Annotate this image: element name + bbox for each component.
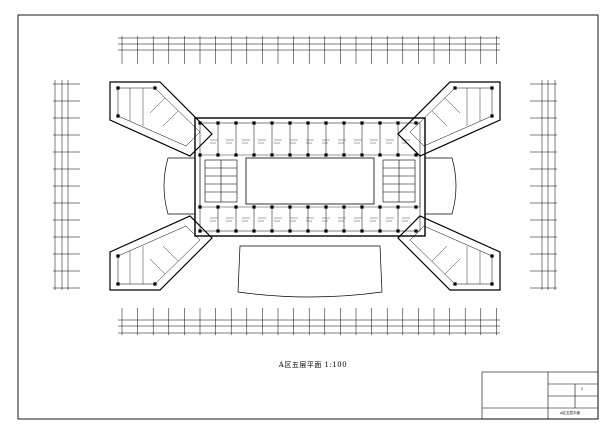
column [342, 205, 346, 209]
column [153, 282, 157, 286]
column [234, 153, 238, 157]
column [306, 205, 310, 209]
column [116, 86, 120, 90]
wing-upper-left [109, 81, 213, 157]
column [453, 86, 457, 90]
column [490, 282, 494, 286]
column [342, 121, 346, 125]
column [198, 205, 202, 209]
column [378, 153, 382, 157]
side-bay-right [425, 157, 457, 215]
column [288, 205, 292, 209]
column [324, 121, 328, 125]
column [360, 229, 364, 233]
column [252, 153, 256, 157]
column [396, 121, 400, 125]
wing-upper-right [397, 81, 501, 157]
wing-lower-right [397, 215, 501, 291]
top-dimension-ticks [121, 36, 497, 64]
column [414, 205, 418, 209]
plan-title: A区五层平面 1:100 [278, 361, 348, 369]
right-dimension-lines [541, 80, 556, 290]
column [324, 153, 328, 157]
entrance-canopy [237, 245, 383, 298]
column [414, 121, 418, 125]
wing-lower-left [109, 215, 213, 291]
right-dimension-ticks [530, 83, 557, 289]
column [288, 121, 292, 125]
column [490, 86, 494, 90]
title-block-sheet-number: 5 [581, 387, 584, 391]
column [360, 121, 364, 125]
structural-columns [116, 86, 494, 286]
room-annotations [210, 139, 410, 222]
title-block-drawing-name: A区五层平面 [560, 411, 581, 415]
column [270, 229, 274, 233]
column [252, 121, 256, 125]
column [198, 121, 202, 125]
bottom-dimension-ticks [121, 308, 497, 335]
central-block [194, 117, 426, 237]
column [270, 153, 274, 157]
column [360, 205, 364, 209]
stair-core-right [382, 159, 416, 203]
column [414, 229, 418, 233]
column [490, 114, 494, 118]
column [216, 121, 220, 125]
column [234, 229, 238, 233]
column [288, 229, 292, 233]
column [306, 121, 310, 125]
column [198, 229, 202, 233]
left-dimension-ticks [53, 83, 80, 289]
column [234, 205, 238, 209]
column [270, 205, 274, 209]
column [270, 121, 274, 125]
column [378, 121, 382, 125]
column [252, 229, 256, 233]
column [306, 229, 310, 233]
column [342, 229, 346, 233]
column [216, 205, 220, 209]
column [116, 114, 120, 118]
column [216, 153, 220, 157]
column [396, 205, 400, 209]
column [378, 205, 382, 209]
column [378, 229, 382, 233]
stair-core-left [204, 159, 238, 203]
column [116, 254, 120, 258]
column [324, 205, 328, 209]
column [342, 153, 346, 157]
column [396, 153, 400, 157]
column [288, 153, 292, 157]
column [198, 153, 202, 157]
column [252, 205, 256, 209]
column [234, 121, 238, 125]
side-bay-left [163, 157, 195, 215]
title-block [481, 371, 599, 420]
column [453, 282, 457, 286]
column [414, 153, 418, 157]
column [490, 254, 494, 258]
column [324, 229, 328, 233]
sheet-border [17, 14, 599, 420]
column [116, 282, 120, 286]
column [216, 229, 220, 233]
column [360, 153, 364, 157]
column [306, 153, 310, 157]
column [153, 86, 157, 90]
column [396, 229, 400, 233]
left-dimension-lines [54, 80, 69, 290]
